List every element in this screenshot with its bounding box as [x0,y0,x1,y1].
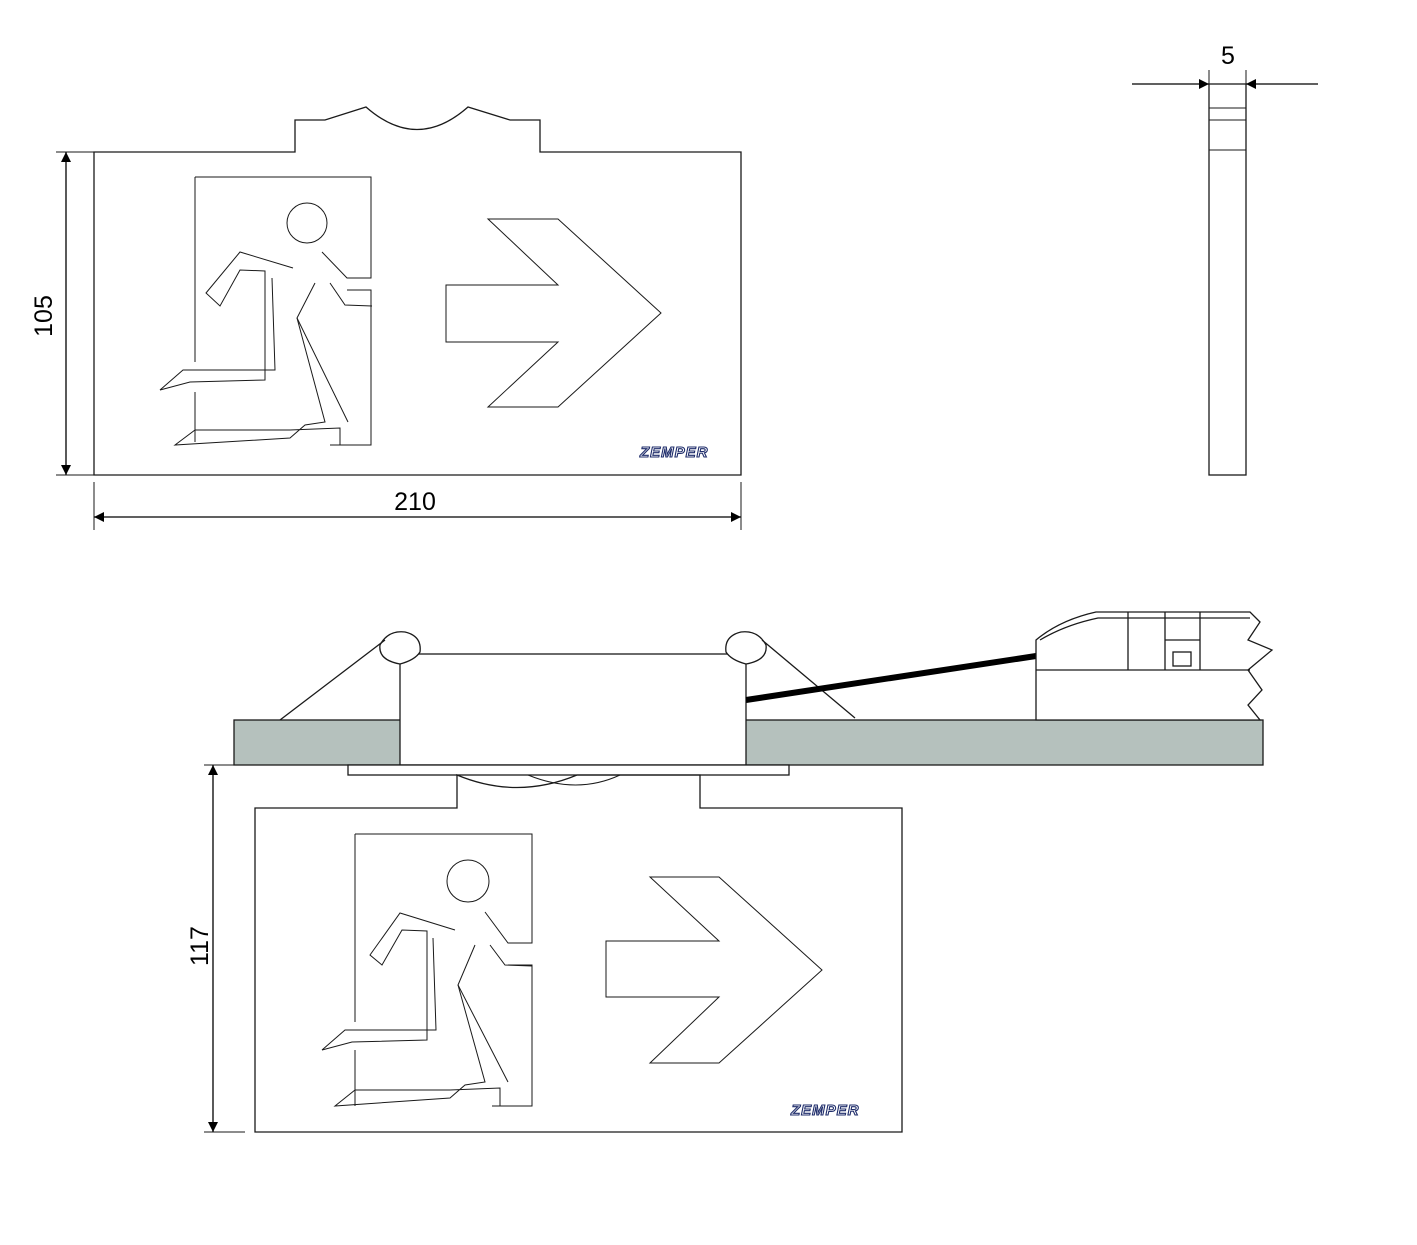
mounted-view: ZEMPER [233,611,1274,1133]
dimension-mounted-height: 117 [186,764,245,1133]
direction-arrow-mounted [605,876,823,1064]
dimension-mounted-height-label: 117 [186,926,214,966]
dimension-thickness-label: 5 [1221,42,1235,70]
dimension-thickness: 5 [1132,42,1318,89]
figure-head [286,202,328,244]
direction-arrow [445,218,662,408]
dimension-height: 105 [30,151,94,476]
running-man-pictogram [159,176,373,446]
brand-logo-mounted: ZEMPER [790,1102,860,1119]
spring-clips [279,631,856,721]
ceiling-slab [233,719,1264,766]
dimension-width-label: 210 [394,488,436,516]
side-panel-outline [1208,83,1247,476]
side-view [1208,83,1247,476]
dimension-width: 210 [93,482,742,530]
dimension-height-label: 105 [30,295,58,337]
recessed-housing [399,653,747,766]
power-cable [745,653,1037,703]
mounting-plate [347,764,790,776]
running-man-pictogram-mounted [321,833,533,1107]
mounted-panel-outline [254,774,903,1133]
front-view: ZEMPER [93,106,742,476]
driver-unit [1035,611,1274,721]
brand-logo-front: ZEMPER [639,444,709,461]
figure-head-mounted [446,859,490,903]
front-panel-outline [93,106,742,476]
